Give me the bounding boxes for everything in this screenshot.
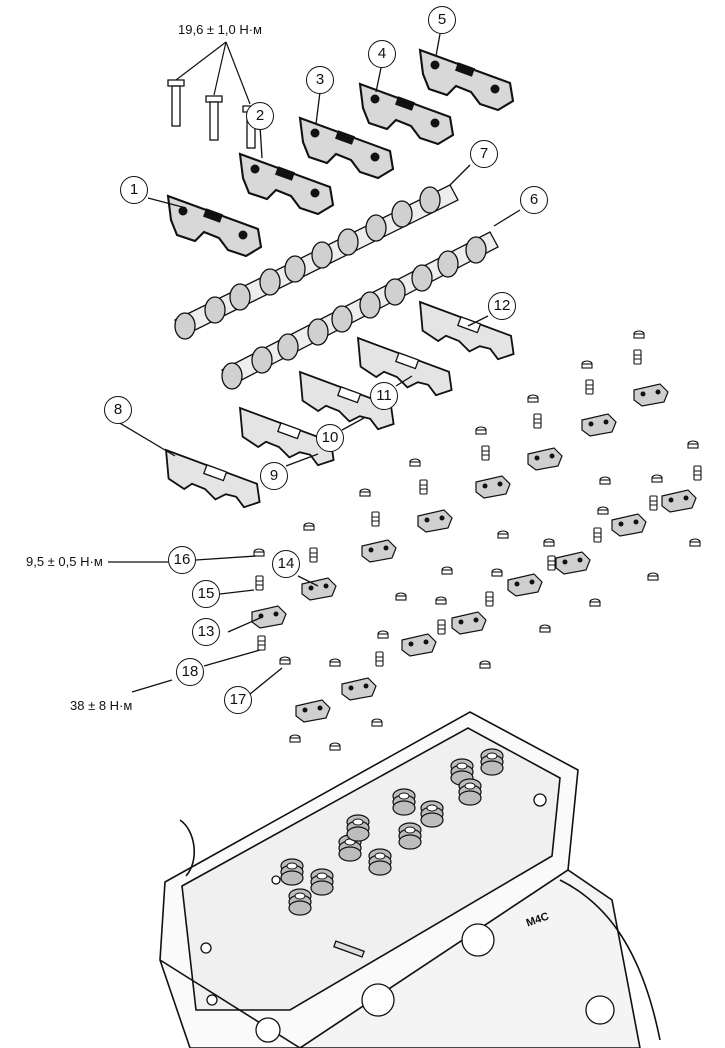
bolt-leader-lines — [175, 41, 251, 105]
callout-12: 12 — [488, 292, 516, 320]
callout-14: 14 — [272, 550, 300, 578]
callout-15: 15 — [192, 580, 220, 608]
callout-4: 4 — [368, 40, 396, 68]
callout-3: 3 — [306, 66, 334, 94]
callout-1: 1 — [120, 176, 148, 204]
callout-2: 2 — [246, 102, 274, 130]
stud-bolt — [333, 940, 365, 958]
callout-leader-lines — [108, 33, 521, 695]
callout-13: 13 — [192, 618, 220, 646]
cylinder-head — [159, 711, 661, 1048]
nut-torque-label: 9,5 ± 0,5 Н·м — [26, 554, 103, 569]
camshaft-caps — [166, 48, 515, 258]
callout-11: 11 — [370, 382, 398, 410]
callout-8: 8 — [104, 396, 132, 424]
stud-torque-label: 38 ± 8 Н·м — [70, 698, 133, 713]
callout-10: 10 — [316, 424, 344, 452]
bolt-torque-label: 19,6 ± 1,0 Н·м — [178, 22, 262, 37]
callout-9: 9 — [260, 462, 288, 490]
camshaft-intake — [174, 184, 459, 340]
bearing-carriers — [165, 301, 515, 509]
camshaft-exhaust — [221, 231, 499, 390]
callout-17: 17 — [224, 686, 252, 714]
head-ports — [200, 793, 615, 1043]
callout-16: 16 — [168, 546, 196, 574]
callout-5: 5 — [428, 6, 456, 34]
callout-7: 7 — [470, 140, 498, 168]
callout-6: 6 — [520, 186, 548, 214]
callout-18: 18 — [176, 658, 204, 686]
